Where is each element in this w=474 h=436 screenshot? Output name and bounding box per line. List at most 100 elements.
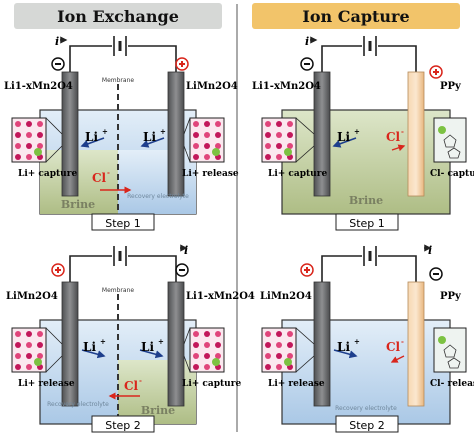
lattice-site: [204, 121, 210, 127]
positive-terminal-icon: [429, 65, 443, 79]
lattice-site: [265, 353, 271, 359]
step1-box: [91, 213, 155, 231]
lattice-site: [287, 121, 293, 127]
cl-ion-label: Cl: [92, 171, 107, 185]
svg-text:+: +: [158, 337, 164, 346]
li-ion-dot: [212, 358, 220, 366]
polymer-icon: [433, 327, 467, 373]
circuit-wire: [69, 45, 177, 72]
lattice-site: [15, 342, 21, 348]
lattice-site: [215, 331, 221, 337]
lattice-site: [193, 364, 199, 370]
svg-text:i: i: [428, 244, 432, 257]
svg-text:Cl: Cl: [124, 379, 139, 393]
ic-step2-cell: i LiMn2O4 PPy Li + Cl - Li+ release Cl- …: [260, 244, 474, 433]
lattice-site: [193, 154, 199, 160]
lattice-site: [26, 353, 32, 359]
svg-text:LiMn2O4: LiMn2O4: [6, 291, 58, 302]
lattice-site: [15, 331, 21, 337]
positive-terminal-icon: [51, 263, 65, 277]
lattice-site: [276, 143, 282, 149]
lattice-site: [37, 132, 43, 138]
lattice-site: [287, 132, 293, 138]
cl-ion-dot: [438, 336, 446, 344]
lattice-site: [276, 132, 282, 138]
lattice-site: [287, 353, 293, 359]
svg-text:Li+ release: Li+ release: [18, 379, 75, 389]
negative-terminal-icon: [300, 57, 314, 71]
li-capture-label: Li+ capture: [18, 169, 77, 179]
lattice-site: [37, 121, 43, 127]
svg-text:Li: Li: [141, 340, 154, 354]
lattice-site: [265, 342, 271, 348]
svg-text:Li: Li: [337, 130, 350, 144]
li-arrow: [140, 137, 165, 148]
battery-icon: [363, 246, 377, 266]
svg-text:-: -: [107, 168, 110, 177]
step1-label: Step 1: [105, 217, 141, 230]
current-label: i: [55, 35, 59, 48]
lattice-site: [37, 331, 43, 337]
lattice-site: [26, 364, 32, 370]
brine-label: Brine: [61, 198, 95, 211]
lattice-site: [15, 353, 21, 359]
positive-terminal-icon: [300, 263, 314, 277]
lattice-site: [204, 132, 210, 138]
svg-text:+: +: [100, 337, 106, 346]
svg-text:-: -: [401, 127, 404, 136]
lmo-label: LiMn2O4: [186, 81, 238, 92]
li-ion-dot: [212, 148, 220, 156]
svg-text:Step 2: Step 2: [349, 419, 385, 432]
lattice-site: [215, 132, 221, 138]
ic-step1-cell: i Li1-xMn2O4 PPy Li + Cl - Li+ capture C…: [252, 35, 474, 231]
lattice-site: [265, 143, 271, 149]
battery-icon: [363, 36, 377, 56]
lattice-site: [215, 121, 221, 127]
lattice-site: [204, 364, 210, 370]
lattice-site: [26, 121, 32, 127]
lattice-site: [276, 154, 282, 160]
lattice-site: [26, 154, 32, 160]
lattice-site: [276, 121, 282, 127]
svg-text:+: +: [102, 127, 108, 136]
lattice-site: [204, 342, 210, 348]
lattice-site: [204, 331, 210, 337]
li-arrow: [80, 137, 105, 148]
svg-text:+: +: [354, 127, 360, 136]
membrane-label: Membrane: [102, 77, 134, 84]
negative-terminal-icon: [51, 57, 65, 71]
svg-text:PPy: PPy: [440, 291, 462, 302]
svg-text:Li+ capture: Li+ capture: [182, 379, 241, 389]
lattice-site: [215, 353, 221, 359]
negative-terminal-icon: [429, 267, 443, 281]
svg-text:Step 1: Step 1: [349, 217, 385, 230]
ion-capture-header: Ion Capture: [252, 3, 460, 29]
lattice-site: [15, 132, 21, 138]
svg-text:-: -: [401, 337, 404, 346]
lattice-site: [265, 132, 271, 138]
lattice-site: [276, 331, 282, 337]
lattice-site: [287, 342, 293, 348]
step2-box: [91, 415, 155, 433]
battery-icon: [113, 36, 127, 56]
lattice-site: [26, 331, 32, 337]
svg-text:Cl: Cl: [386, 130, 401, 144]
lattice-site: [26, 143, 32, 149]
li-ion-dot: [34, 148, 42, 156]
lattice-site: [15, 121, 21, 127]
cl-release-label: Cl- release: [430, 379, 474, 389]
lattice-site: [26, 132, 32, 138]
negative-terminal-icon: [175, 263, 189, 277]
svg-text:+: +: [160, 127, 166, 136]
ie-step2-cell: i Membrane LiMn2O4 Li1-xMn2O4 Li + Li + …: [6, 244, 255, 433]
lattice-site: [204, 143, 210, 149]
lattice-site: [193, 143, 199, 149]
lattice-site: [37, 353, 43, 359]
svg-text:Recovery electrolyte: Recovery electrolyte: [335, 405, 397, 412]
lattice-site: [193, 132, 199, 138]
cl-ion-dot: [438, 126, 446, 134]
lattice-site: [26, 342, 32, 348]
lattice-site: [287, 143, 293, 149]
lmo-depleted-label: Li1-xMn2O4: [4, 81, 73, 92]
